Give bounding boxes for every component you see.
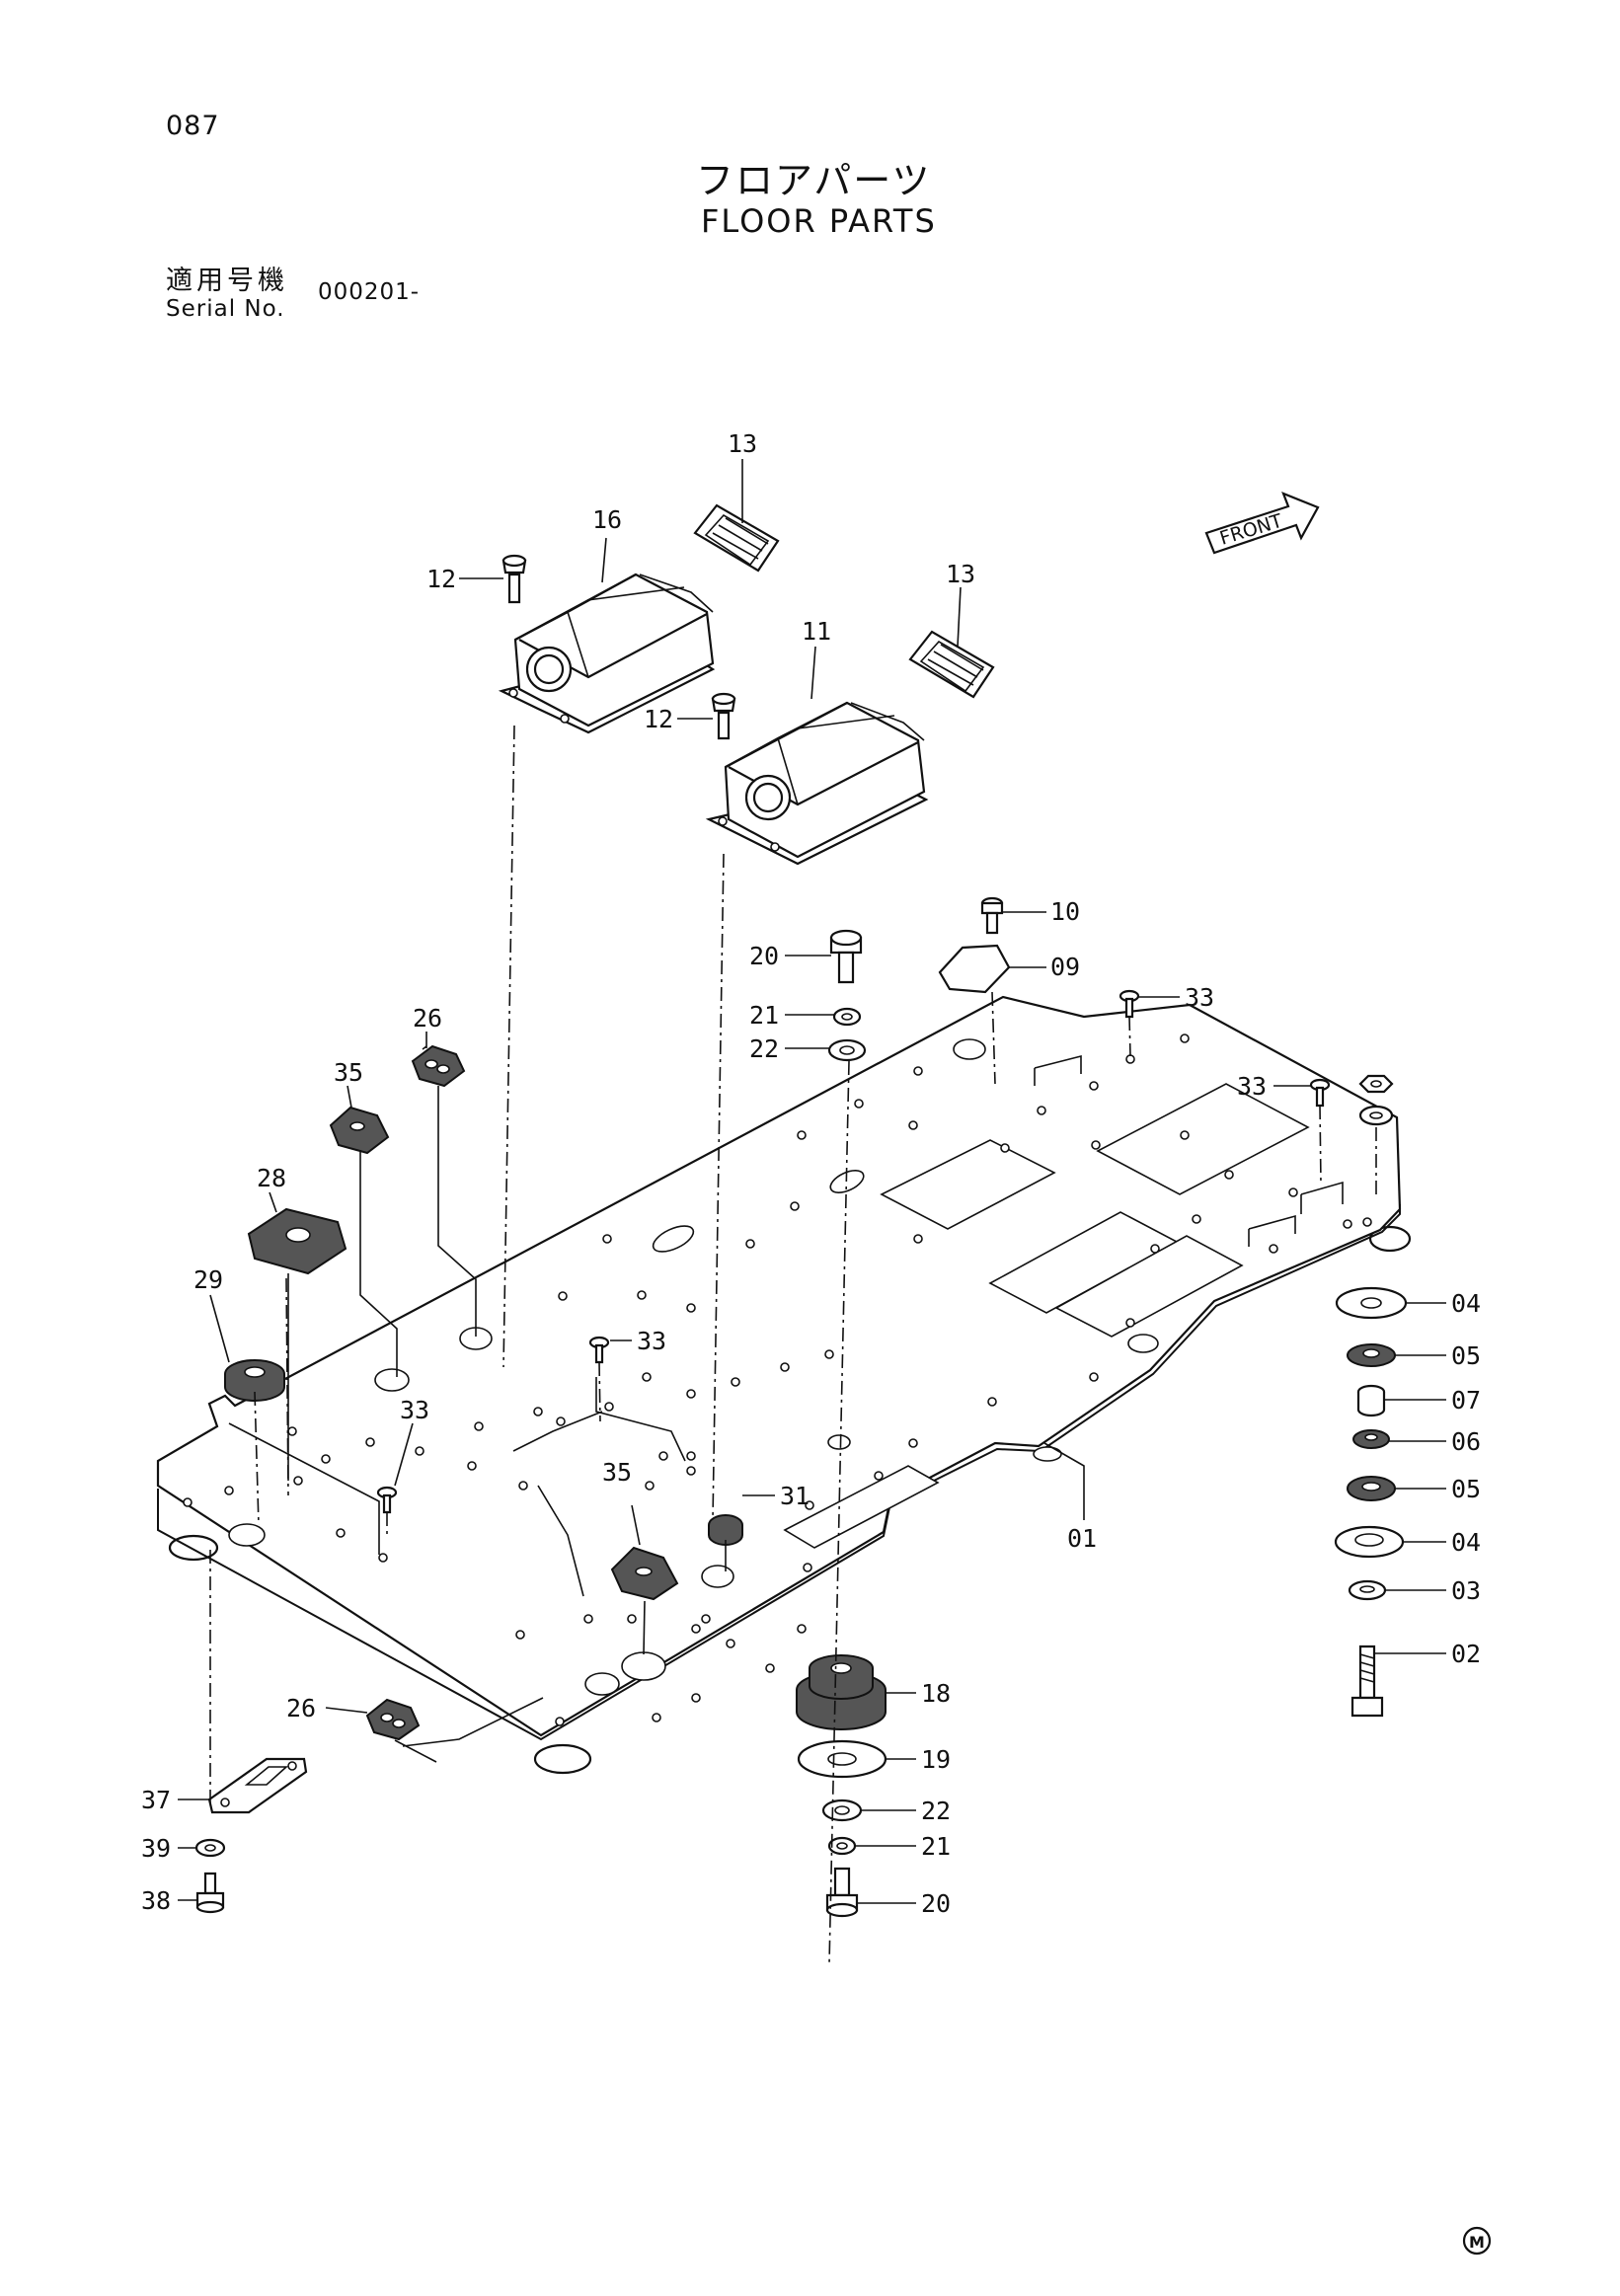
- serial-label-japanese: 適用号機: [166, 266, 288, 296]
- callout-22: 22: [749, 1034, 779, 1063]
- spring-washer-21-top: [832, 1007, 862, 1027]
- screw-33-center: [588, 1336, 610, 1364]
- collar-07: [1356, 1384, 1386, 1417]
- callout-09: 09: [1050, 953, 1080, 981]
- washer-22-top: [827, 1038, 867, 1062]
- callout-labels: 13 16 12 13 11 12 10 09 20 21 22 33 33 2…: [141, 429, 1481, 1918]
- callout-28: 28: [257, 1164, 286, 1192]
- callout-05: 05: [1451, 1475, 1481, 1503]
- heater-unit-11: [705, 701, 929, 866]
- air-grille-13b: [908, 630, 995, 699]
- bolt-02: [1350, 1645, 1384, 1718]
- corner-mark-icon: M: [1462, 2226, 1492, 2256]
- callout-37: 37: [141, 1786, 171, 1814]
- callout-33: 33: [400, 1396, 429, 1424]
- rubber-pad-29: [224, 1359, 285, 1402]
- front-arrow-icon: FRONT: [1204, 492, 1320, 555]
- rubber-06: [1352, 1429, 1390, 1449]
- washer-03: [1348, 1579, 1387, 1601]
- plate-04-bottom: [1334, 1525, 1405, 1559]
- callout-18: 18: [921, 1679, 951, 1708]
- callout-35: 35: [334, 1058, 363, 1087]
- callout-21: 21: [921, 1832, 951, 1861]
- callout-29: 29: [193, 1265, 223, 1294]
- air-grille-13a: [693, 503, 780, 573]
- heater-unit-16: [498, 573, 716, 734]
- callout-04: 04: [1451, 1289, 1481, 1318]
- rubber-05-top: [1347, 1343, 1396, 1367]
- spacer-19: [797, 1739, 887, 1779]
- callout-12: 12: [426, 565, 456, 593]
- rubber-pad-35-center: [610, 1546, 679, 1601]
- screw-33-right: [1309, 1078, 1331, 1108]
- spring-washer-21-bottom: [827, 1836, 857, 1856]
- washer-39: [194, 1838, 226, 1858]
- rubber-pad-26-bottom: [365, 1698, 421, 1741]
- rubber-pad-35-top: [329, 1106, 390, 1155]
- serial-number-value: 000201-: [318, 279, 421, 305]
- front-label: FRONT: [1217, 510, 1285, 550]
- bolt-20-bottom: [825, 1867, 859, 1918]
- floor-plate: [156, 995, 1412, 1775]
- washer-right: [1358, 1105, 1394, 1126]
- screw-33-top: [1119, 989, 1140, 1019]
- page-number: 087: [166, 111, 220, 141]
- bolt-10: [980, 896, 1004, 935]
- bracket-37: [207, 1757, 308, 1814]
- callout-20: 20: [749, 942, 779, 970]
- callout-11: 11: [802, 617, 831, 646]
- callout-38: 38: [141, 1886, 171, 1915]
- callout-19: 19: [921, 1745, 951, 1774]
- assembly-lines: [209, 725, 1377, 1965]
- page-title: FLOOR PARTS: [701, 202, 937, 240]
- callout-05: 05: [1451, 1341, 1481, 1370]
- callout-12: 12: [644, 705, 673, 733]
- callout-35: 35: [602, 1458, 632, 1487]
- callout-01: 01: [1067, 1524, 1097, 1553]
- callout-13: 13: [946, 560, 975, 588]
- callout-33: 33: [1237, 1072, 1267, 1101]
- callout-13: 13: [728, 429, 757, 458]
- rubber-mount-18: [796, 1654, 887, 1730]
- rubber-pad-31: [708, 1514, 743, 1546]
- callout-03: 03: [1451, 1576, 1481, 1605]
- rubber-pad-28: [247, 1207, 347, 1275]
- callout-02: 02: [1451, 1640, 1481, 1668]
- callout-21: 21: [749, 1001, 779, 1030]
- page-title-japanese: フロアパーツ: [696, 159, 932, 202]
- rubber-pad-26-top: [411, 1044, 466, 1088]
- plate-04-top: [1335, 1286, 1408, 1320]
- cover-plate-09: [938, 944, 1011, 994]
- callout-20: 20: [921, 1889, 951, 1918]
- callout-16: 16: [592, 505, 622, 534]
- rubber-05-bottom: [1347, 1476, 1396, 1501]
- serial-label: Serial No.: [166, 296, 285, 322]
- bolt-12a: [501, 554, 527, 604]
- callout-26: 26: [413, 1004, 442, 1033]
- callout-31: 31: [780, 1482, 810, 1510]
- leader-lines: [178, 459, 1446, 1904]
- callout-39: 39: [141, 1834, 171, 1863]
- corner-mark-letter: M: [1469, 2233, 1485, 2252]
- washer-22-bottom: [821, 1799, 863, 1822]
- bolt-12b: [711, 692, 736, 740]
- callout-22: 22: [921, 1797, 951, 1825]
- bolt-20-top: [829, 929, 863, 984]
- callout-07: 07: [1451, 1386, 1481, 1415]
- callout-10: 10: [1050, 897, 1080, 926]
- screw-33-left: [376, 1486, 398, 1514]
- nut-right: [1358, 1074, 1394, 1094]
- callout-26: 26: [286, 1694, 316, 1722]
- callout-06: 06: [1451, 1427, 1481, 1456]
- callout-33: 33: [637, 1327, 666, 1355]
- callout-04: 04: [1451, 1528, 1481, 1557]
- bolt-38: [195, 1872, 225, 1914]
- callout-33: 33: [1185, 983, 1214, 1012]
